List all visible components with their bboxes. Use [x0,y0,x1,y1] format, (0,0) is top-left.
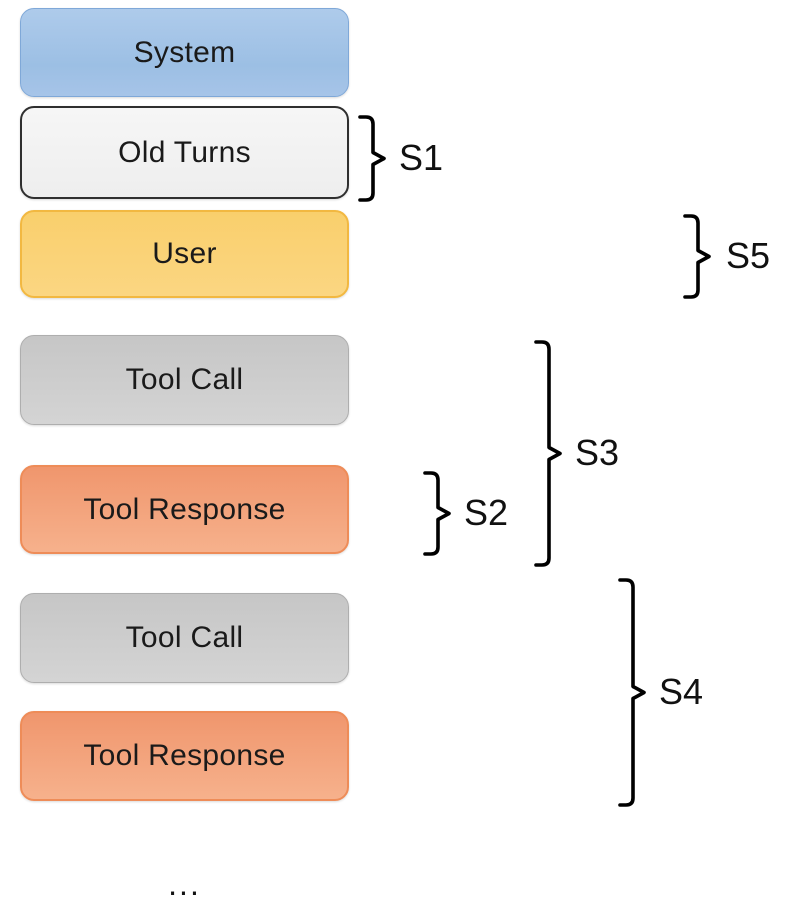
box-old-turns: Old Turns [20,106,349,199]
box-tool-call-1: Tool Call [20,335,349,425]
box-tool-response-2-label: Tool Response [83,739,286,772]
s3-brace-icon [534,340,562,567]
box-tool-response-1: Tool Response [20,465,349,554]
box-old-turns-label: Old Turns [118,135,251,169]
s4-brace-label: S4 [659,671,704,712]
s1-brace-label: S1 [399,137,444,178]
box-tool-call-2-label: Tool Call [125,621,244,654]
box-system-label: System [133,35,236,69]
box-system: System [20,8,349,97]
s4-brace-icon [618,578,646,807]
box-tool-call-2: Tool Call [20,593,349,683]
s1-brace-icon [358,115,386,202]
box-user-label: User [152,237,217,270]
box-user: User [20,210,349,298]
s5-brace-label: S5 [726,235,771,276]
box-tool-response-2: Tool Response [20,711,349,801]
s2-brace-icon [423,471,451,556]
s5-brace-icon [683,214,711,299]
s3-brace-label: S3 [575,432,620,473]
s2-brace-label: S2 [464,492,509,533]
continuation-ellipsis: ... [168,866,201,902]
box-tool-call-1-label: Tool Call [125,363,244,396]
box-tool-response-1-label: Tool Response [83,492,286,526]
